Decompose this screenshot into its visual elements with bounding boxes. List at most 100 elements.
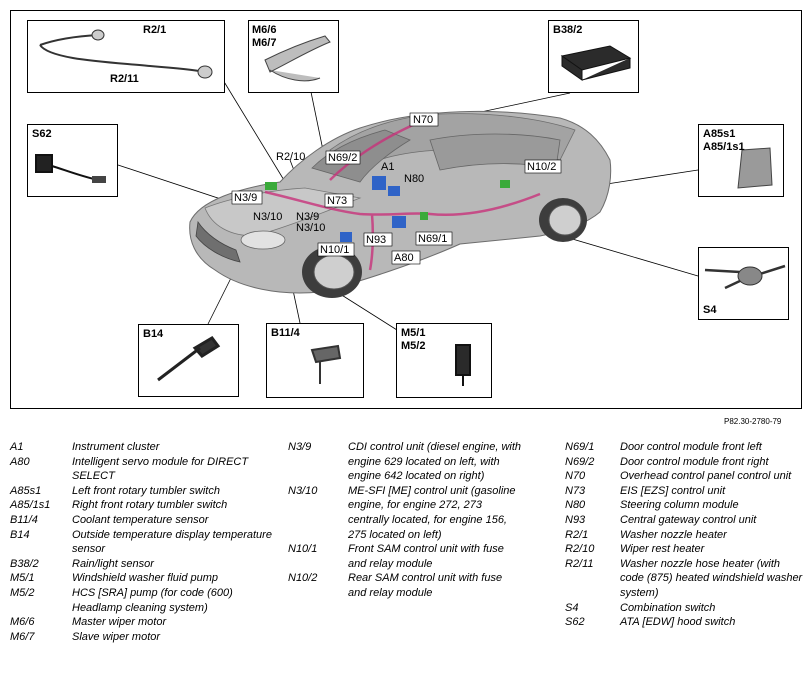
figure-reference: P82.30-2780-79 [724,417,782,426]
legend-code: N3/10 [288,484,318,497]
module-n10-2 [500,180,510,188]
combination-switch-illustration [704,264,786,290]
module-n69-1 [420,212,428,220]
legend-code: M6/6 [10,616,35,629]
legend-row: B14 Outside temperature display temperatu… [10,528,275,557]
legend-code: N80 [565,499,586,512]
legend-code: N10/2 [288,572,318,585]
callout-r2-10: R2/10 [276,151,305,163]
legend-row: M5/2 HCS [SRA] pump (for code (600) Headl… [10,586,275,615]
legend-row: N10/2 Rear SAM control unit with fuse and… [288,571,523,600]
legend-code: A85s1 [10,484,42,497]
box-label-s4: S4 [703,304,717,316]
temperature-sensor-illustration [157,336,221,382]
legend-code: N93 [565,513,586,526]
legend-description: Front SAM control unit with fuse and rel… [348,543,504,570]
legend-description: Master wiper motor [72,616,167,629]
coolant-sensor-illustration [310,344,342,384]
legend-description: Slave wiper motor [72,630,161,643]
legend-code: R2/1 [565,528,589,541]
legend-description: Left front rotary tumbler switch [72,484,220,497]
callout-a1: A1 [381,161,394,173]
module-a1 [372,176,386,190]
legend-description: Instrument cluster [72,441,160,453]
legend-code: B14 [10,528,30,541]
box-label-b14: B14 [143,328,164,340]
legend-row: N80 Steering column module [565,498,805,513]
box-label-r2-11: R2/11 [110,73,139,85]
component-location-diagram: R2/1 R2/11 M6/6 M6/7 B38/2 S62 A85s1 A85… [10,10,802,409]
legend-code: S62 [565,616,585,629]
module-n93 [392,216,406,228]
legend-description: HCS [SRA] pump (for code (600) Headlamp … [72,586,233,614]
wiring-harness [264,123,541,271]
box-label-s62: S62 [32,128,52,140]
legend-code: R2/10 [565,543,595,556]
legend-row: R2/11 Washer nozzle hose heater (with cod… [565,557,805,601]
legend-code: S4 [565,601,579,614]
module-n73 [388,186,400,196]
legend-description: Coolant temperature sensor [72,513,209,526]
callout-n3-10-center: N3/10 [296,222,325,234]
legend-row: A1 Instrument cluster [10,440,275,455]
legend-code: M5/2 [10,586,35,599]
box-label-a85s1: A85s1 [703,128,735,140]
rotary-switch-illustration [737,147,773,189]
legend-column-2: N3/9 CDI control unit (diesel engine, wit… [288,440,523,601]
car-grille [195,220,241,263]
legend-code: M6/7 [10,630,35,643]
rear-wheel [539,198,587,242]
legend-code: N3/9 [288,441,312,453]
callout-n69-1: N69/1 [418,233,447,245]
callout-n70: N70 [413,114,433,126]
module-n3-9 [265,182,277,190]
washer-pump-illustration [455,344,471,386]
front-wheel [302,246,362,298]
legend-description: Intelligent servo module for DIRECT SELE… [72,455,249,483]
legend-code: R2/11 [565,557,594,570]
legend-description: Steering column module [620,499,739,512]
box-b11: B11/4 [266,323,364,398]
legend-row: A80 Intelligent servo module for DIRECT S… [10,455,275,484]
callout-n3-10-left: N3/10 [253,211,282,223]
box-label-m6-7: M6/7 [252,37,276,49]
box-label-m5-1: M5/1 [401,327,425,339]
legend-code: A80 [10,455,30,468]
legend-code: N10/1 [288,543,318,556]
legend-description: Overhead control panel control unit [620,470,792,483]
callout-n80: N80 [404,173,424,185]
legend-description: Outside temperature display temperature … [72,528,272,556]
box-label-b11-4: B11/4 [271,327,301,339]
box-label-b38-2: B38/2 [553,24,582,36]
legend-description: EIS [EZS] control unit [620,484,726,497]
legend-row: N10/1 Front SAM control unit with fuse an… [288,542,523,571]
box-b38: B38/2 [548,20,639,93]
legend-description: Rain/light sensor [72,557,154,570]
legend-description: Central gateway control unit [620,513,757,526]
box-r2: R2/1 R2/11 [27,20,225,93]
legend-code: N70 [565,470,586,483]
legend-description: CDI control unit (diesel engine, with en… [348,441,522,483]
callout-a80: A80 [394,252,414,264]
legend-description: Rear SAM control unit with fuse and rela… [348,572,503,599]
callout-n3-9-left: N3/9 [234,192,257,204]
legend-description: Door control module front left [620,441,762,453]
callout-labels: N70 R2/10 N69/2 A1 N80 N10/2 N3/9 N73 N3… [231,112,562,265]
legend-description: Washer nozzle hose heater (with code (87… [620,557,803,599]
legend-description: Windshield washer fluid pump [72,572,219,585]
legend-row: A85s1 Left front rotary tumbler switch [10,484,275,499]
box-label-m5-2: M5/2 [401,340,425,352]
legend-row: N93 Central gateway control unit [565,513,805,528]
legend-code: A1 [10,441,24,453]
legend-description: Washer nozzle heater [620,528,727,541]
